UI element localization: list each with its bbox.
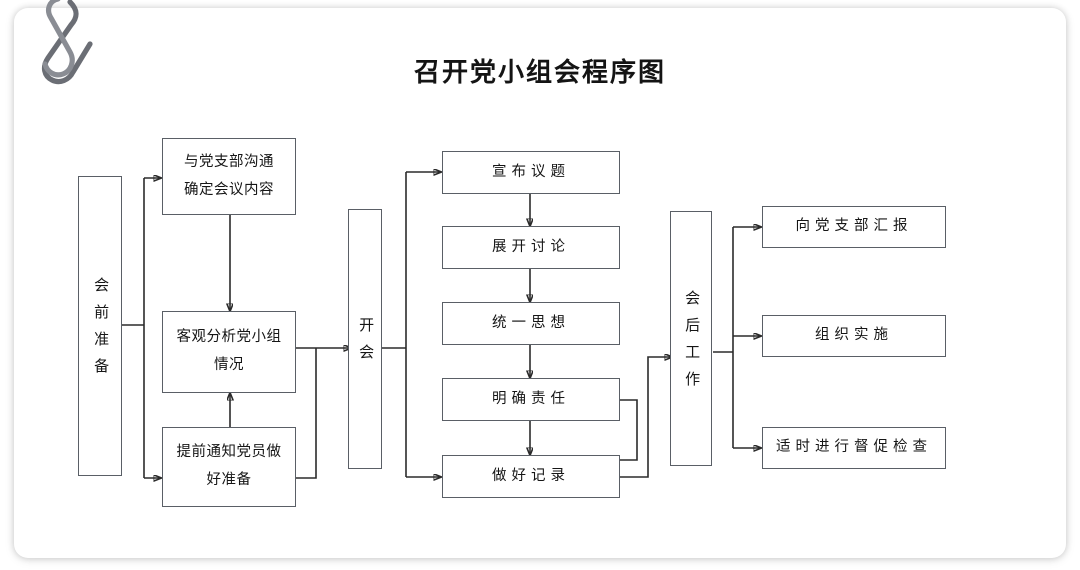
link-meet5-to-post-stage: [620, 357, 672, 478]
stage-pre-meeting[interactable]: 会前准备: [78, 176, 122, 476]
step-pre-communicate-line2: 确定会议内容: [184, 181, 274, 198]
stage-meeting[interactable]: 开会: [348, 209, 382, 469]
page-title: 召开党小组会程序图: [413, 57, 666, 87]
step-meet-record[interactable]: 做好记录: [442, 455, 620, 498]
step-pre-communicate[interactable]: 与党支部沟通 确定会议内容: [162, 138, 296, 215]
step-meet-unify-thinking[interactable]: 统一思想: [442, 302, 620, 345]
link-pre3-to-meeting-bus: [296, 348, 317, 479]
link-meet4-to-meet5-side: [620, 399, 638, 461]
step-pre-notify-line1: 提前通知党员做: [176, 444, 282, 461]
step-pre-notify[interactable]: 提前通知党员做 好准备: [162, 427, 296, 507]
stage-post-meeting[interactable]: 会后工作: [670, 211, 712, 466]
step-meet-clarify-duty[interactable]: 明确责任: [442, 378, 620, 421]
step-pre-analyze-line1: 客观分析党小组: [176, 329, 282, 346]
step-meet-discussion[interactable]: 展开讨论: [442, 226, 620, 269]
step-pre-communicate-line1: 与党支部沟通: [184, 153, 274, 170]
step-pre-analyze-line2: 情况: [214, 357, 244, 373]
step-post-implement[interactable]: 组织实施: [762, 315, 946, 357]
step-post-supervise[interactable]: 适时进行督促检查: [762, 427, 946, 469]
step-meet-announce-topic[interactable]: 宣布议题: [442, 151, 620, 194]
step-pre-analyze[interactable]: 客观分析党小组 情况: [162, 311, 296, 393]
step-post-report[interactable]: 向党支部汇报: [762, 206, 946, 248]
step-pre-notify-line2: 好准备: [206, 472, 252, 488]
